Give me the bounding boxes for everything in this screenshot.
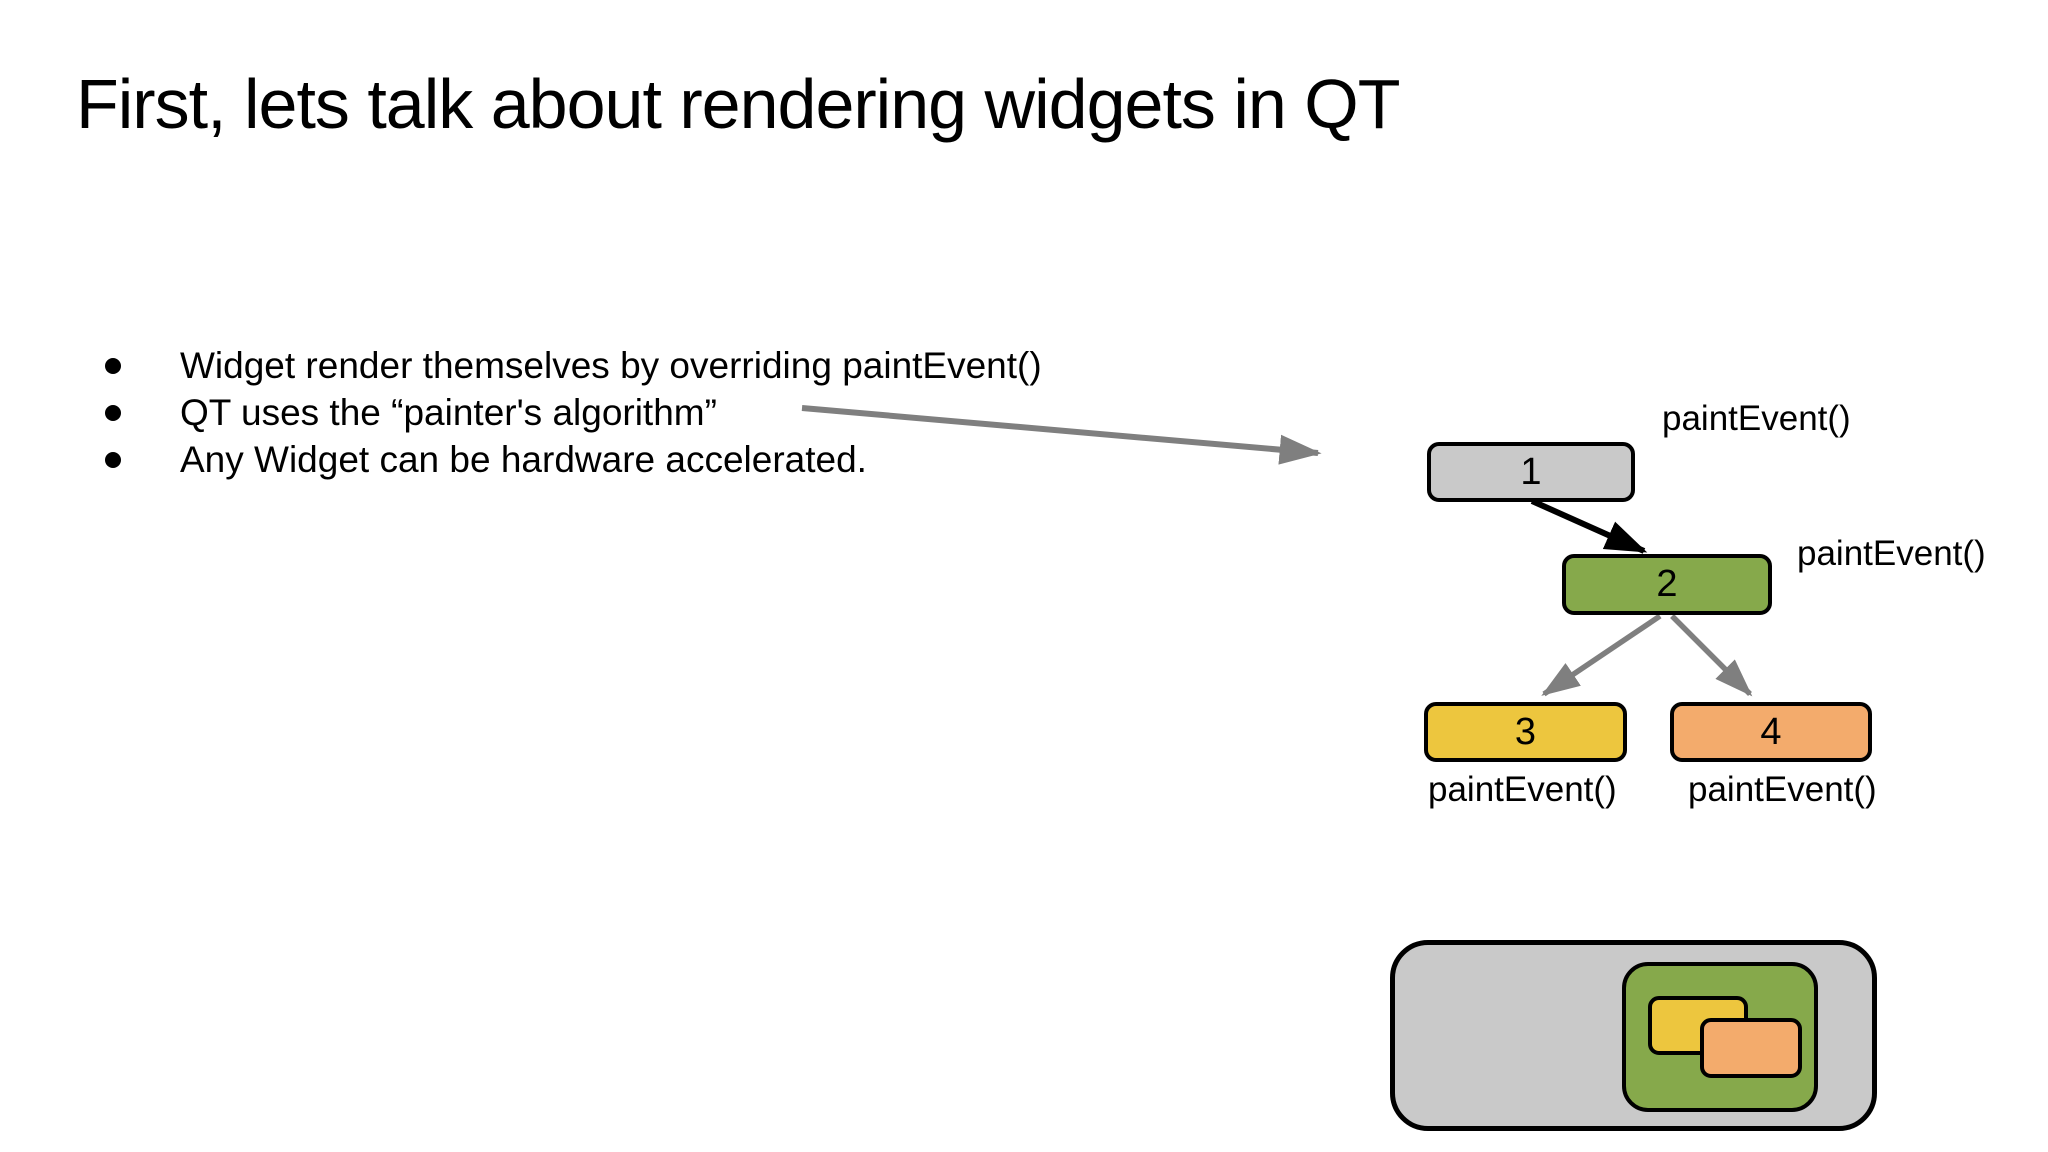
widget-node-3: 3 — [1424, 702, 1627, 762]
widget-node-4: 4 — [1670, 702, 1872, 762]
bullet-text: Widget render themselves by overriding p… — [180, 345, 1042, 386]
paintevent-label-node2: paintEvent() — [1797, 534, 1986, 573]
widget-node-1: 1 — [1427, 442, 1635, 502]
bullet-icon — [105, 451, 121, 468]
bullet-icon — [105, 357, 121, 374]
tree-arrow-2-to-3 — [1541, 613, 1662, 697]
nested-child-widget-orange — [1700, 1018, 1802, 1078]
bullet-icon — [105, 404, 121, 421]
bullet-list: Widget render themselves by overriding p… — [105, 342, 1155, 483]
tree-arrow-1-to-2 — [1530, 498, 1648, 554]
widget-node-2: 2 — [1562, 554, 1772, 615]
paintevent-label-node1: paintEvent() — [1662, 399, 1851, 438]
tree-arrow-2-to-4 — [1670, 614, 1753, 697]
bullet-text: Any Widget can be hardware accelerated. — [180, 439, 867, 480]
paintevent-label-node3: paintEvent() — [1428, 770, 1617, 809]
bullet-text: QT uses the “painter's algorithm” — [180, 392, 717, 433]
bullet-item: QT uses the “painter's algorithm” — [105, 389, 1155, 436]
paintevent-label-node4: paintEvent() — [1688, 770, 1877, 809]
bullet-item: Any Widget can be hardware accelerated. — [105, 436, 1155, 483]
bullet-item: Widget render themselves by overriding p… — [105, 342, 1155, 389]
page-title: First, lets talk about rendering widgets… — [76, 65, 1400, 143]
